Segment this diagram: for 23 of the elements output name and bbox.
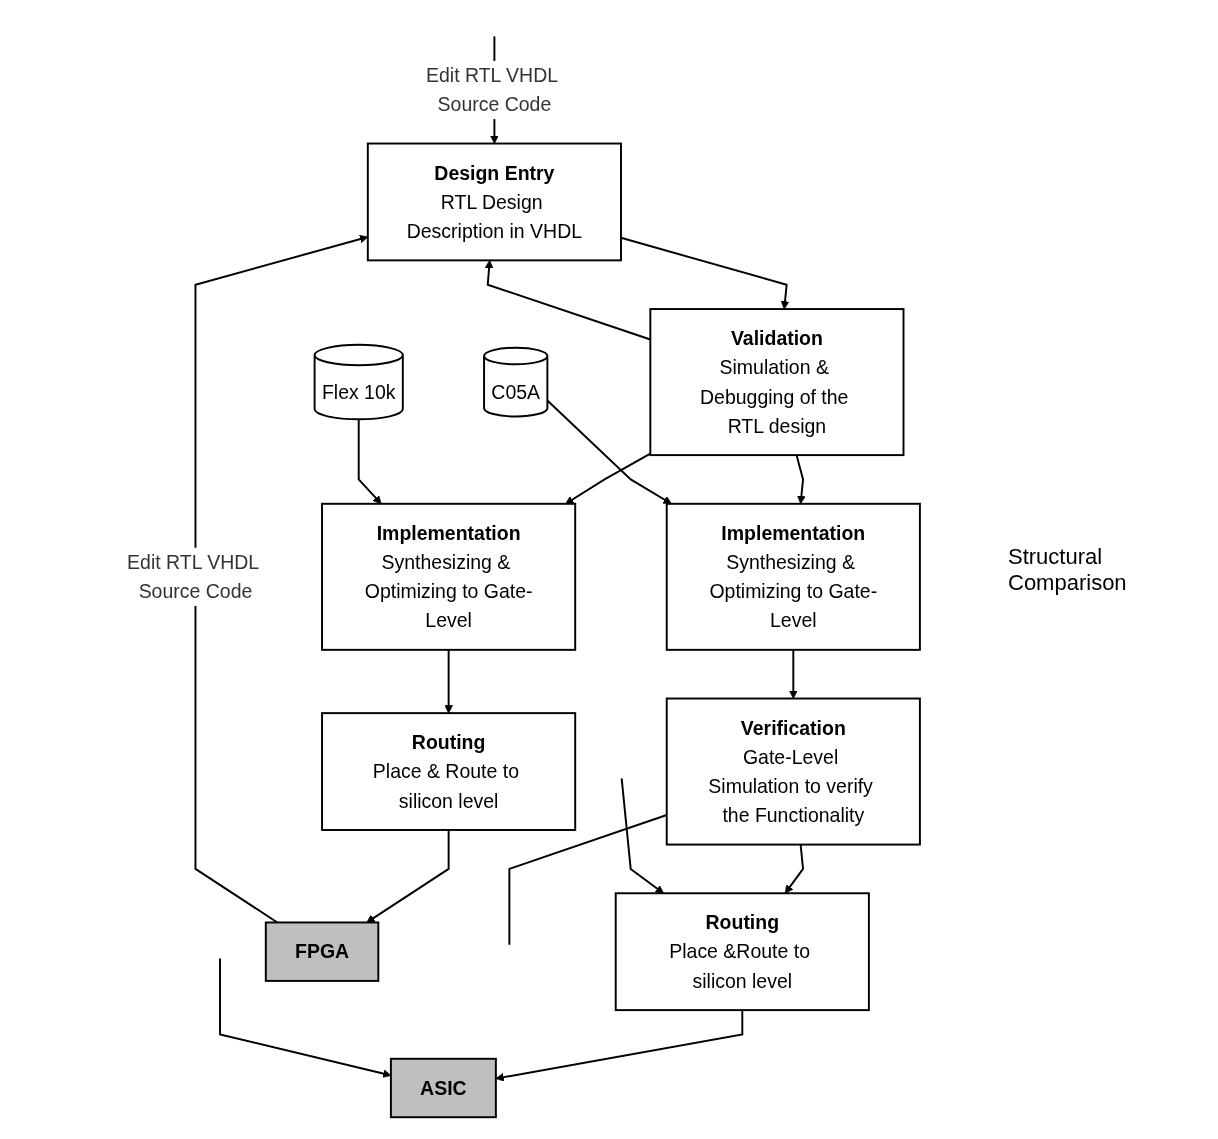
node-box: Verification Gate-Level Simulation to verify the Functionality [665,697,921,846]
node-box: Routing Place &Route to silicon level [614,891,870,1011]
note-label: Structural Comparison [1008,543,1128,596]
arrow [620,236,790,309]
node-box: Routing Place & Route to silicon level [321,711,577,831]
node-box: Implementation Synthesizing & Optimizing to Gate-Level [665,502,921,651]
node-box: Implementation Synthesizing & Optimizing to Gate-Level [321,502,577,651]
arrow [495,1008,744,1081]
arrow [366,828,450,923]
arrow [565,452,652,504]
node-box: Validation Simulation & Debugging of the RTL design [649,307,905,456]
edge-label: Edit RTL VHDL Source Code [426,64,558,115]
edge-label: Edit RTL VHDL Source Code [127,551,259,602]
arrow [546,399,672,504]
arrow [620,776,664,894]
arrow [784,843,805,894]
node-box: ASIC [389,1057,497,1118]
arrow [444,648,453,713]
arrow [795,453,806,504]
node-box: FPGA [264,921,380,982]
arrow [357,417,382,504]
arrow [789,648,798,699]
node-box: Design Entry RTL Design Description in VHDL [366,142,622,261]
